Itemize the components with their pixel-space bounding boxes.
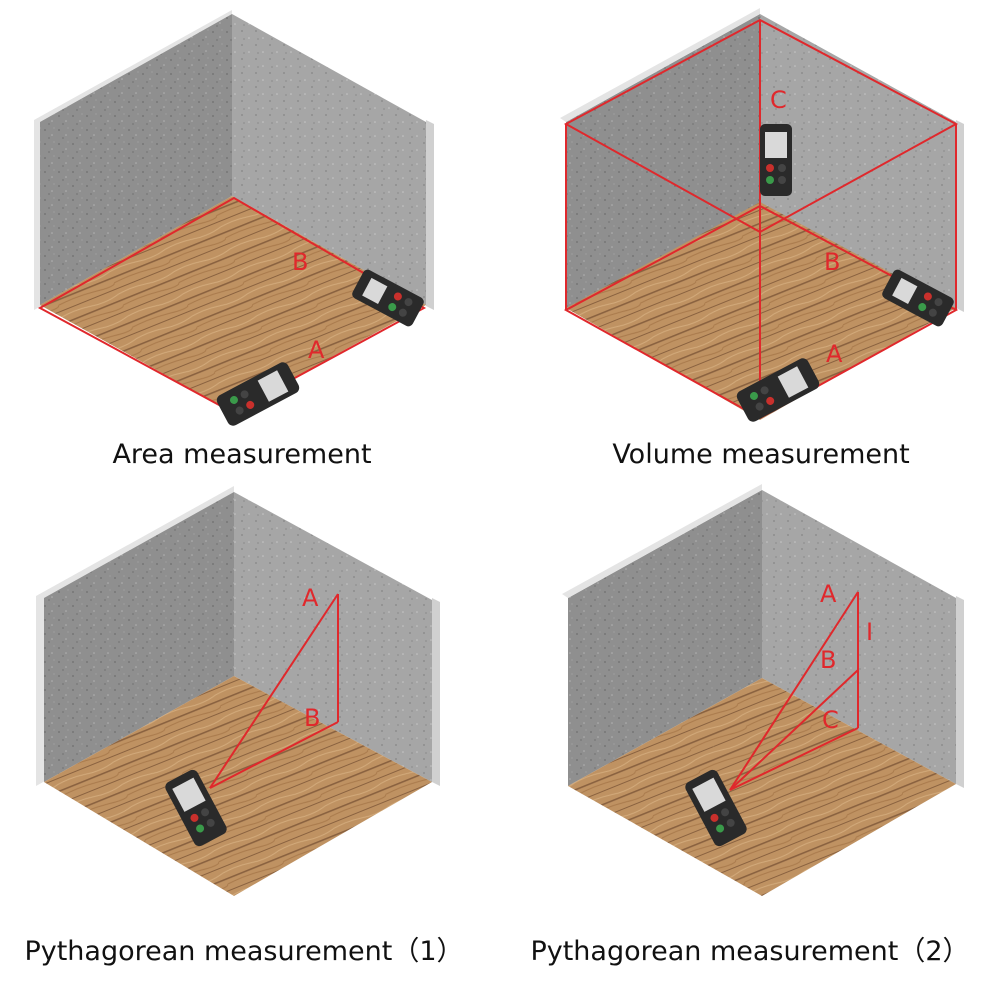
pyth2-line-b [729,669,859,791]
panel-area: B A Area measurement [34,10,434,470]
label-a: A [308,336,325,364]
device-icon [760,124,792,196]
wall-edge-top [562,484,762,598]
pyth1-line-a [209,593,339,789]
left-wall [40,14,232,305]
label-c: C [822,706,839,734]
device-icon-2 [216,362,300,426]
room [560,8,964,420]
floor [568,678,956,896]
caption-pythagorean-1: Pythagorean measurement（1） [24,936,463,967]
device-icon [165,769,227,847]
wall-edge-right [432,598,440,786]
left-wall [568,490,762,786]
caption-volume: Volume measurement [612,439,909,470]
label-i: I [866,618,873,646]
wall-edge-right [956,120,964,312]
room [36,486,440,896]
device-icon-2 [882,269,954,327]
wall-edge-right [426,120,434,310]
device-icon [685,769,747,847]
room [562,484,964,896]
label-a: A [302,584,319,612]
label-b: B [292,248,308,276]
label-a: A [826,340,843,368]
floor [44,676,432,896]
panel-pythagorean-1: A B Pythagorean measurement（1） [24,486,464,967]
panel-volume: C B A Volume measurement [560,8,964,470]
caption-pythagorean-2: Pythagorean measurement（2） [530,936,969,967]
right-wall [234,492,432,782]
label-c: C [770,86,787,114]
pyth2-line-a [729,591,859,791]
floor [40,196,426,412]
label-b: B [820,646,836,674]
right-wall [232,14,426,305]
left-wall [44,492,234,782]
label-a: A [820,580,837,608]
panel-pythagorean-2: A I B C Pythagorean measurement（2） [530,484,970,967]
wall-edge-top [560,8,760,122]
label-b: B [824,248,840,276]
wall-edge-right [956,596,964,788]
caption-area: Area measurement [112,439,371,470]
area-laser-outline [37,196,427,414]
device-icon [352,269,424,327]
label-b: B [304,704,320,732]
device-icon-3 [736,358,820,422]
pyth1-line-b [209,721,339,789]
pyth2-line-c [729,727,859,791]
room [34,10,434,412]
